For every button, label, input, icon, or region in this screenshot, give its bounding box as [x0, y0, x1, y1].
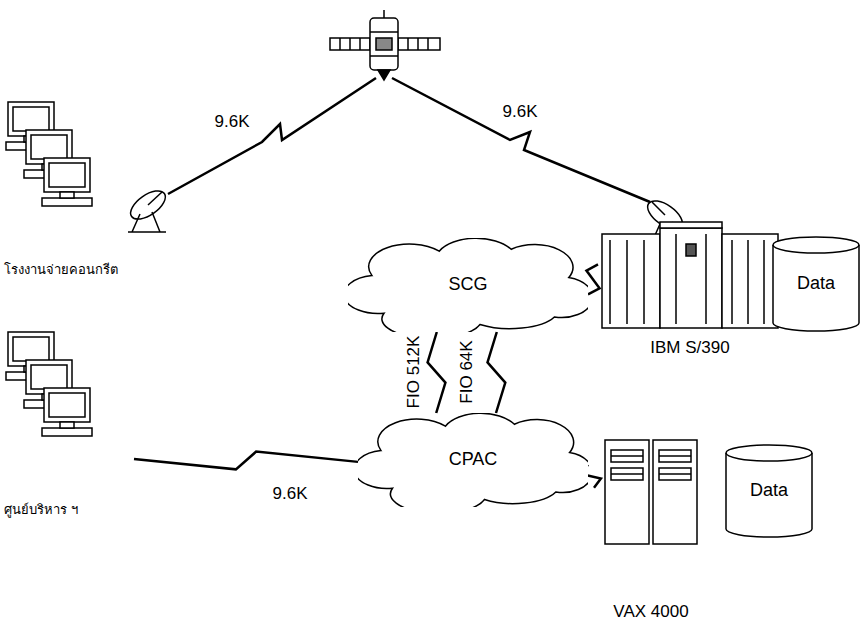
node-label: SCG	[348, 274, 588, 296]
node-label: VAX 4000	[594, 602, 708, 622]
host-computer: IBM S/390	[598, 220, 782, 368]
satellite-symbol	[330, 10, 440, 80]
link-speed-label: FIO 512K	[404, 334, 424, 411]
network-link	[487, 332, 505, 413]
host-computer: VAX 4000	[594, 438, 708, 622]
network-link	[134, 452, 358, 470]
link-speed-label: FIO 64K	[457, 338, 477, 405]
network-cloud: CPAC	[358, 413, 588, 507]
workstation-icon	[4, 328, 114, 448]
node-label: IBM S/390	[598, 338, 782, 358]
link-speed-label: 9.6K	[501, 102, 540, 122]
mainframe-icon	[600, 220, 780, 330]
node-label: Data	[772, 273, 860, 295]
network-link	[586, 264, 599, 294]
data-store: Data	[725, 444, 813, 538]
node-label: ศูนย์บริหาร ฯ	[4, 502, 78, 518]
node-label: โรงงานจ่ายคอนกรีต	[4, 262, 118, 278]
minicomputer-icon	[603, 438, 699, 548]
link-speed-label: 9.6K	[213, 112, 252, 132]
node-label: CPAC	[358, 449, 588, 471]
node-label: Data	[725, 480, 813, 502]
link-speed-label: 9.6K	[271, 484, 310, 504]
workstation-group: โรงงานจ่ายคอนกรีต	[4, 98, 134, 278]
workstation-group: ศูนย์บริหาร ฯ	[4, 328, 134, 518]
dish-antenna	[126, 185, 170, 232]
satellite-link	[168, 78, 376, 194]
network-link	[428, 332, 446, 413]
data-store: Data	[772, 236, 860, 332]
network-cloud: SCG	[348, 238, 588, 332]
satellite-link	[392, 78, 650, 202]
workstation-icon	[4, 98, 114, 218]
